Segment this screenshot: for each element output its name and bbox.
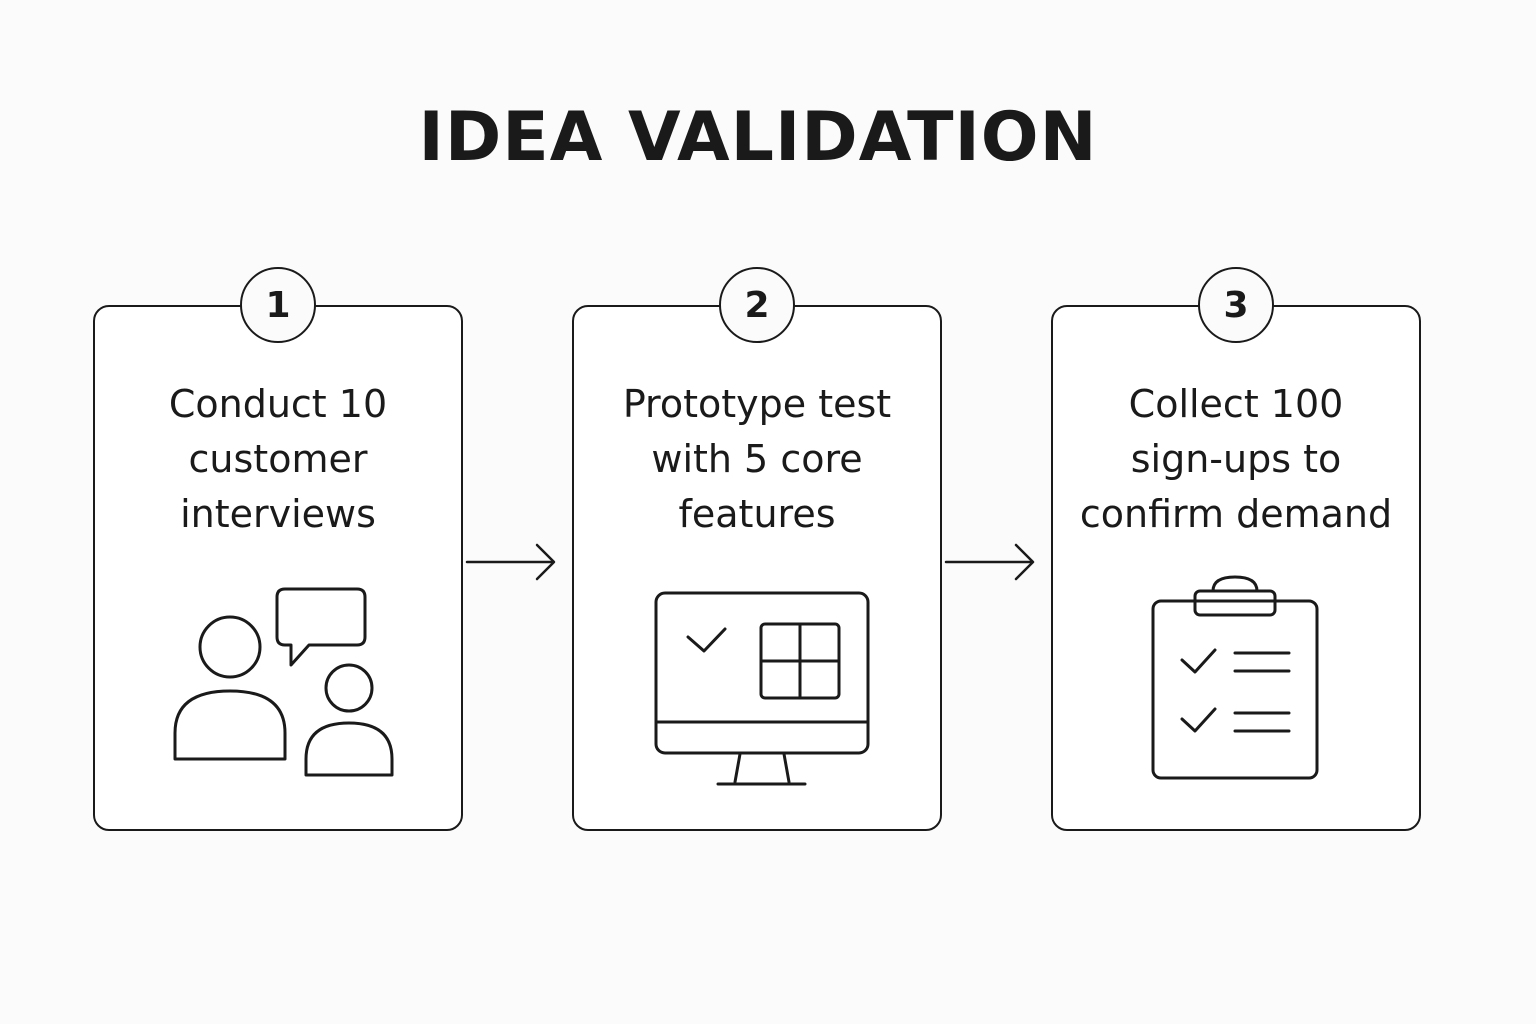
step-text-2: Prototype test with 5 core features (622, 382, 892, 536)
step-text-3: Collect 100 sign-ups to confirm demand (1079, 382, 1393, 536)
step-number-3: 3 (1198, 267, 1274, 343)
step-number-2: 2 (719, 267, 795, 343)
step-card-2: 2 Prototype test with 5 core features (572, 267, 942, 831)
arrow-right-icon (465, 543, 556, 581)
clipboard-checklist-icon (1151, 575, 1319, 780)
arrow-right-icon (944, 543, 1035, 581)
monitor-prototype-icon (654, 591, 870, 786)
step-card-1: 1 Conduct 10 customer interviews (93, 267, 463, 831)
step-text-1: Conduct 10 customer interviews (168, 382, 388, 536)
step-card-3: 3 Collect 100 sign-ups to confirm demand (1051, 267, 1421, 831)
people-chat-icon (173, 587, 394, 777)
diagram-title: IDEA VALIDATION (418, 98, 1098, 177)
step-number-1: 1 (240, 267, 316, 343)
